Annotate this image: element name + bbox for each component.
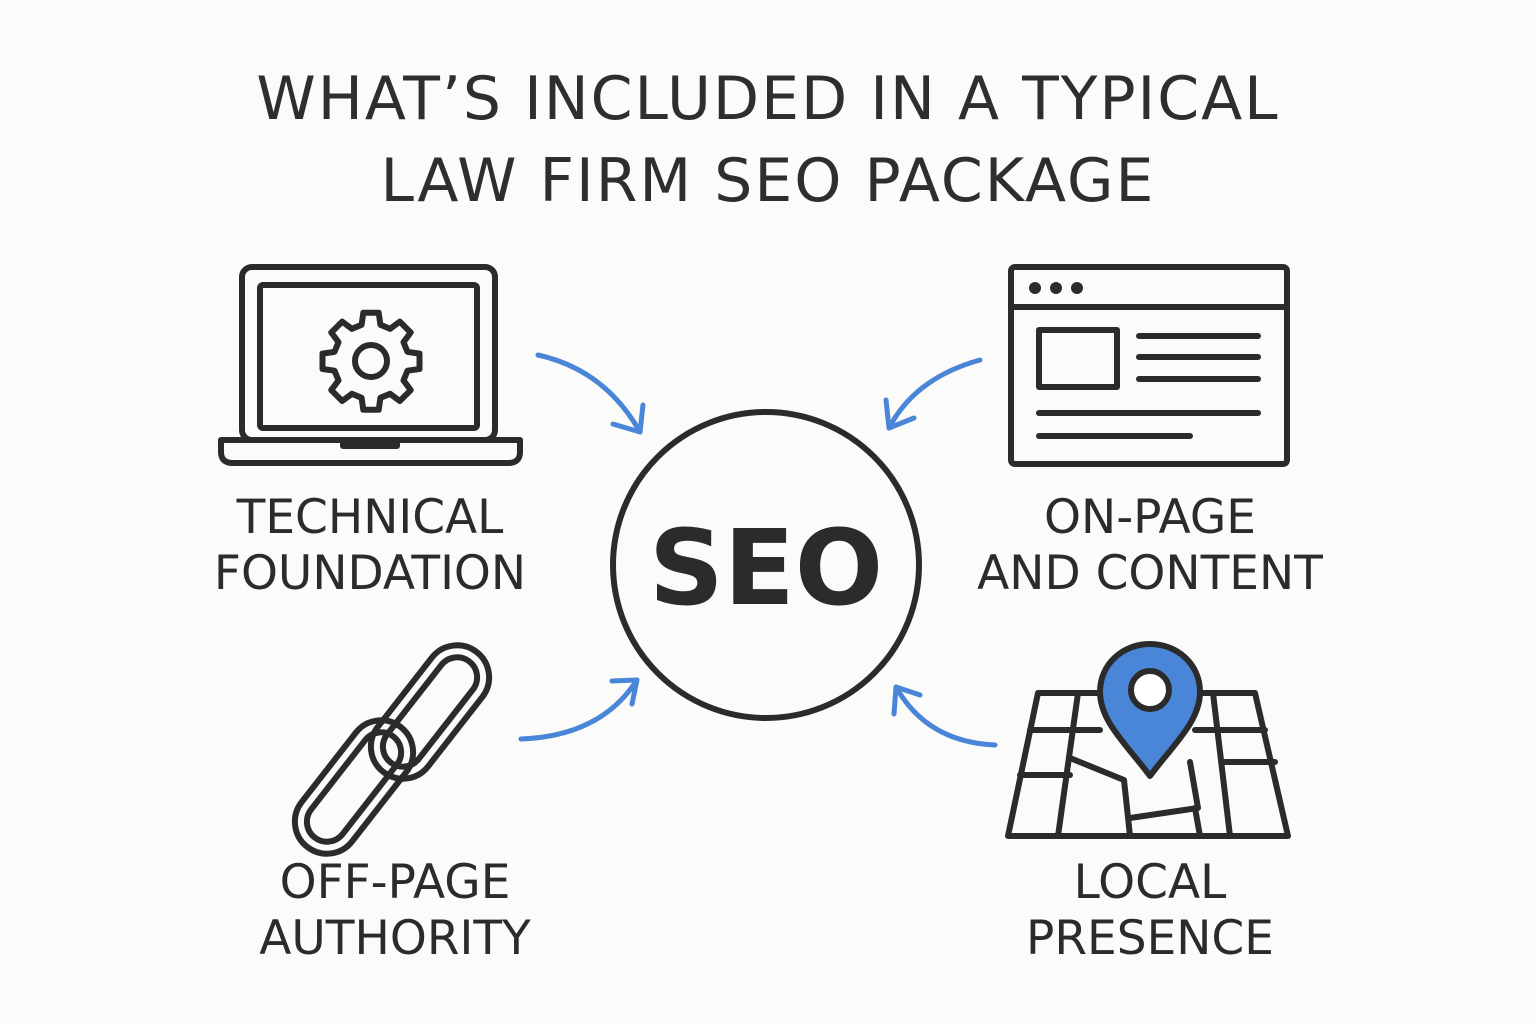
- label-offpage-line-1: OFF-PAGE: [279, 855, 511, 910]
- label-onpage-line-2: AND CONTENT: [977, 546, 1323, 601]
- label-technical-foundation: TECHNICAL FOUNDATION: [195, 490, 545, 602]
- map-pin-icon: [1005, 641, 1291, 839]
- seo-circle: [610, 409, 922, 721]
- label-offpage-line-2: AUTHORITY: [259, 911, 531, 966]
- label-technical-line-1: TECHNICAL: [236, 490, 504, 545]
- arrow-onpage: [883, 357, 983, 431]
- laptop-gear-icon: [218, 264, 523, 466]
- label-off-page-authority: OFF-PAGE AUTHORITY: [225, 855, 565, 967]
- label-local-line-1: LOCAL: [1073, 855, 1227, 910]
- arrows: [518, 352, 998, 748]
- diagram-title: WHAT’S INCLUDED IN A TYPICAL LAW FIRM SE…: [0, 58, 1536, 222]
- title-line-1: WHAT’S INCLUDED IN A TYPICAL: [256, 64, 1280, 134]
- label-technical-line-2: FOUNDATION: [213, 546, 527, 601]
- arrow-technical: [535, 352, 646, 435]
- location-pin-icon: [1097, 641, 1203, 779]
- title-line-2: LAW FIRM SEO PACKAGE: [380, 146, 1156, 216]
- browser-window-icon: [1008, 264, 1290, 467]
- seo-hub: SEO: [610, 409, 922, 721]
- arrow-offpage: [518, 677, 640, 742]
- arrow-local: [891, 684, 998, 748]
- label-on-page-content: ON-PAGE AND CONTENT: [960, 490, 1340, 602]
- seo-label: SEO: [649, 507, 883, 629]
- gear-icon: [319, 309, 423, 413]
- label-onpage-line-1: ON-PAGE: [1044, 490, 1256, 545]
- label-local-line-2: PRESENCE: [1026, 911, 1274, 966]
- label-local-presence: LOCAL PRESENCE: [1000, 855, 1300, 967]
- chain-link-icon: [291, 642, 493, 857]
